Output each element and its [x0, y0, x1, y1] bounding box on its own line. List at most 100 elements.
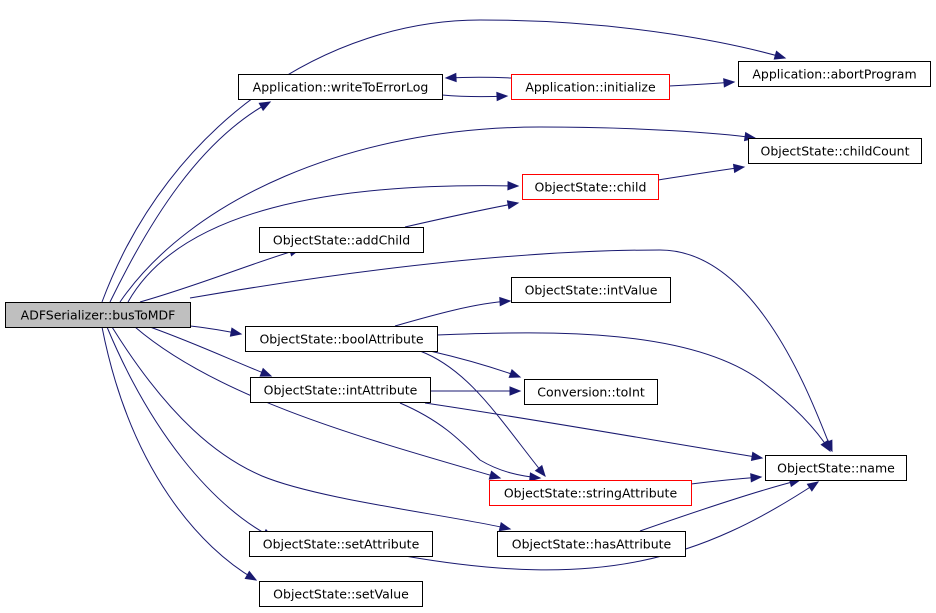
edge-stringAttribute-to-name [690, 473, 763, 485]
edge-arrowhead [723, 78, 736, 88]
node-childCount[interactable]: ObjectState::childCount [748, 138, 922, 164]
edge-arrowhead [508, 368, 522, 378]
edge-line [404, 481, 819, 571]
edge-root-to-setAttribute [106, 326, 275, 539]
edge-boolAttribute-to-toInt [429, 350, 522, 378]
edge-line [419, 350, 546, 477]
node-box [245, 326, 438, 352]
edge-line [424, 402, 763, 459]
edges-layer [101, 19, 833, 581]
edge-root-to-abortProgram [101, 19, 787, 303]
node-label: ObjectState::childCount [760, 144, 909, 159]
node-label: ObjectState::setValue [273, 587, 409, 602]
edge-arrowhead [773, 50, 787, 60]
edge-boolAttribute-to-intValue [394, 296, 512, 327]
node-hasAttribute[interactable]: ObjectState::hasAttribute [497, 531, 686, 557]
node-label: ObjectState::setAttribute [263, 537, 420, 552]
node-name[interactable]: ObjectState::name [765, 455, 907, 481]
node-label: Application::writeToErrorLog [253, 80, 429, 95]
node-label: ObjectState::intAttribute [264, 383, 418, 398]
node-box [497, 531, 686, 557]
edge-root-to-setValue [101, 326, 258, 581]
edge-arrowhead [509, 386, 522, 396]
edge-arrowhead [806, 481, 820, 492]
node-label: ObjectState::name [777, 461, 895, 476]
edge-intAttribute-to-name [424, 402, 764, 462]
node-box [259, 581, 423, 607]
edge-line [436, 332, 831, 452]
edge-arrowhead [499, 296, 512, 307]
node-intValue[interactable]: ObjectState::intValue [511, 277, 671, 303]
node-label: Application::abortProgram [752, 67, 916, 82]
edge-line [149, 326, 272, 377]
edge-addChild-to-child [404, 200, 520, 228]
edge-line [690, 476, 762, 485]
edge-arrowhead [258, 101, 272, 112]
node-label: ObjectState::intValue [525, 283, 658, 298]
node-intAttribute[interactable]: ObjectState::intAttribute [250, 377, 431, 403]
node-box [489, 480, 692, 506]
edge-line [119, 126, 756, 303]
node-label: ObjectState::hasAttribute [512, 537, 672, 552]
node-box [738, 61, 931, 87]
node-initialize[interactable]: Application::initialize [511, 74, 670, 100]
node-label: ADFSerializer::busToMDF [21, 308, 176, 323]
edge-root-to-child [127, 181, 520, 303]
edge-arrowhead [820, 439, 831, 453]
edge-arrowhead [750, 473, 763, 483]
edge-line [127, 185, 519, 303]
edge-child-to-childCount [657, 163, 746, 181]
edge-line [404, 202, 519, 228]
edge-setAttribute-to-name [404, 481, 820, 571]
edge-line [189, 249, 833, 452]
edge-line [399, 402, 541, 479]
node-addChild[interactable]: ObjectState::addChild [259, 227, 424, 253]
node-label: ObjectState::stringAttribute [504, 486, 678, 501]
node-box [524, 379, 658, 405]
node-label: ObjectState::addChild [273, 233, 410, 248]
node-box [765, 455, 907, 481]
node-label: ObjectState::child [535, 180, 647, 195]
edge-line [101, 19, 786, 303]
node-box [511, 74, 670, 100]
edge-line [394, 300, 511, 327]
edge-intAttribute-to-stringAttribute [399, 402, 542, 482]
edge-arrowhead [732, 163, 746, 174]
edge-arrowhead [529, 472, 542, 482]
edge-arrowhead [229, 327, 243, 337]
edge-arrowhead [506, 200, 520, 210]
node-box [511, 277, 671, 303]
node-toInt[interactable]: Conversion::toInt [524, 379, 658, 405]
node-setValue[interactable]: ObjectState::setValue [259, 581, 423, 607]
edge-arrowhead [750, 451, 764, 462]
edge-line [657, 166, 745, 181]
edge-arrowhead [534, 464, 546, 478]
node-setAttribute[interactable]: ObjectState::setAttribute [249, 531, 433, 557]
edge-intAttribute-to-toInt [430, 386, 522, 396]
node-root[interactable]: ADFSerializer::busToMDF [5, 302, 191, 328]
edge-line [639, 479, 801, 532]
nodes-layer: ADFSerializer::busToMDF Application::writ… [5, 61, 931, 607]
edge-arrowhead [444, 72, 457, 83]
node-box [238, 74, 443, 100]
edge-arrowhead [496, 91, 509, 102]
edge-arrowhead [498, 521, 512, 532]
edge-root-to-boolAttribute [189, 325, 243, 337]
edge-initialize-to-writeToErrorLog [444, 72, 512, 83]
edge-line [139, 248, 301, 303]
node-abortProgram[interactable]: Application::abortProgram [738, 61, 931, 87]
node-child[interactable]: ObjectState::child [522, 174, 659, 200]
edge-line [101, 326, 257, 581]
edge-line [111, 326, 511, 530]
node-stringAttribute[interactable]: ObjectState::stringAttribute [489, 480, 692, 506]
edge-writeToErrorLog-to-initialize [441, 91, 509, 102]
edge-line [134, 326, 501, 479]
node-writeToErrorLog[interactable]: Application::writeToErrorLog [238, 74, 443, 100]
node-boolAttribute[interactable]: ObjectState::boolAttribute [245, 326, 438, 352]
edge-arrowhead [507, 181, 520, 191]
node-box [259, 227, 424, 253]
edge-line [109, 101, 271, 303]
edge-line [106, 326, 274, 539]
edge-root-to-childCount [119, 126, 757, 303]
